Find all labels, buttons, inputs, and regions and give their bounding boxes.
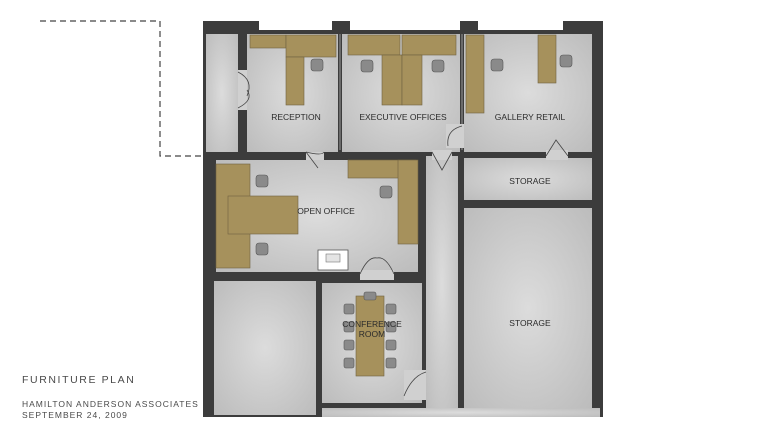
desk <box>285 34 337 58</box>
room-label-conference: CONFERENCE <box>342 319 402 329</box>
desk <box>347 34 401 56</box>
gallery-furniture <box>465 34 557 114</box>
vestibule-floor <box>206 34 238 152</box>
chair <box>431 59 445 73</box>
display-counter <box>537 34 557 84</box>
copier-top <box>325 253 341 263</box>
chair <box>385 321 397 333</box>
door-swing <box>431 151 453 171</box>
open-office-furniture <box>215 159 419 269</box>
desk <box>285 56 305 106</box>
storage-small-floor <box>464 158 592 200</box>
chair <box>360 59 374 73</box>
chair <box>385 339 397 351</box>
door-swing <box>237 71 250 109</box>
firm-name: HAMILTON ANDERSON ASSOCIATES <box>22 399 199 409</box>
door-opening <box>432 150 452 160</box>
chair <box>310 58 324 72</box>
chair <box>385 357 397 369</box>
door-opening <box>404 370 426 400</box>
door-swing <box>403 371 427 397</box>
door-opening <box>546 150 568 160</box>
room-label-conference-room: ROOM <box>359 329 385 339</box>
desk <box>381 54 403 106</box>
bottom-strip-floor <box>322 408 600 417</box>
drawing-date: SEPTEMBER 24, 2009 <box>22 410 128 420</box>
window <box>478 21 563 30</box>
room-label-storage-small: STORAGE <box>509 176 551 186</box>
door-swing <box>545 139 569 157</box>
desk <box>401 34 457 56</box>
room-label-gallery: GALLERY RETAIL <box>495 112 566 122</box>
window <box>350 21 460 30</box>
chair <box>255 242 269 256</box>
executive-furniture <box>347 34 457 106</box>
chair <box>343 339 355 351</box>
workstation <box>227 195 299 235</box>
chair <box>343 303 355 315</box>
door-swing <box>305 151 325 169</box>
window <box>259 21 332 30</box>
storage-large-floor <box>464 208 592 408</box>
left-room-floor <box>214 281 316 415</box>
desk <box>397 159 419 245</box>
gallery-floor <box>464 34 592 152</box>
corridor-floor <box>426 156 458 411</box>
door-opening <box>238 70 247 110</box>
room-label-executive: EXECUTIVE OFFICES <box>359 112 447 122</box>
reception-furniture <box>249 34 337 106</box>
chairs <box>255 54 573 369</box>
chair <box>559 54 573 68</box>
room-label-reception: RECEPTION <box>271 112 321 122</box>
door-opening <box>306 152 324 160</box>
drawing-title: FURNITURE PLAN <box>22 374 136 386</box>
chair <box>343 321 355 333</box>
dashed-outline <box>40 20 212 157</box>
room-label-storage-large: STORAGE <box>509 318 551 328</box>
door-swing <box>447 125 463 147</box>
door-swing <box>359 257 395 275</box>
chair <box>343 357 355 369</box>
chair <box>490 58 504 72</box>
display-counter <box>465 34 485 114</box>
chair <box>255 174 269 188</box>
desk <box>401 54 423 106</box>
door-opening <box>360 270 394 280</box>
conference-table <box>355 295 385 377</box>
room-label-open-office: OPEN OFFICE <box>297 206 355 216</box>
chair <box>379 185 393 199</box>
door-opening <box>446 124 464 148</box>
chair <box>385 303 397 315</box>
desk <box>249 34 287 49</box>
chair <box>363 291 377 301</box>
